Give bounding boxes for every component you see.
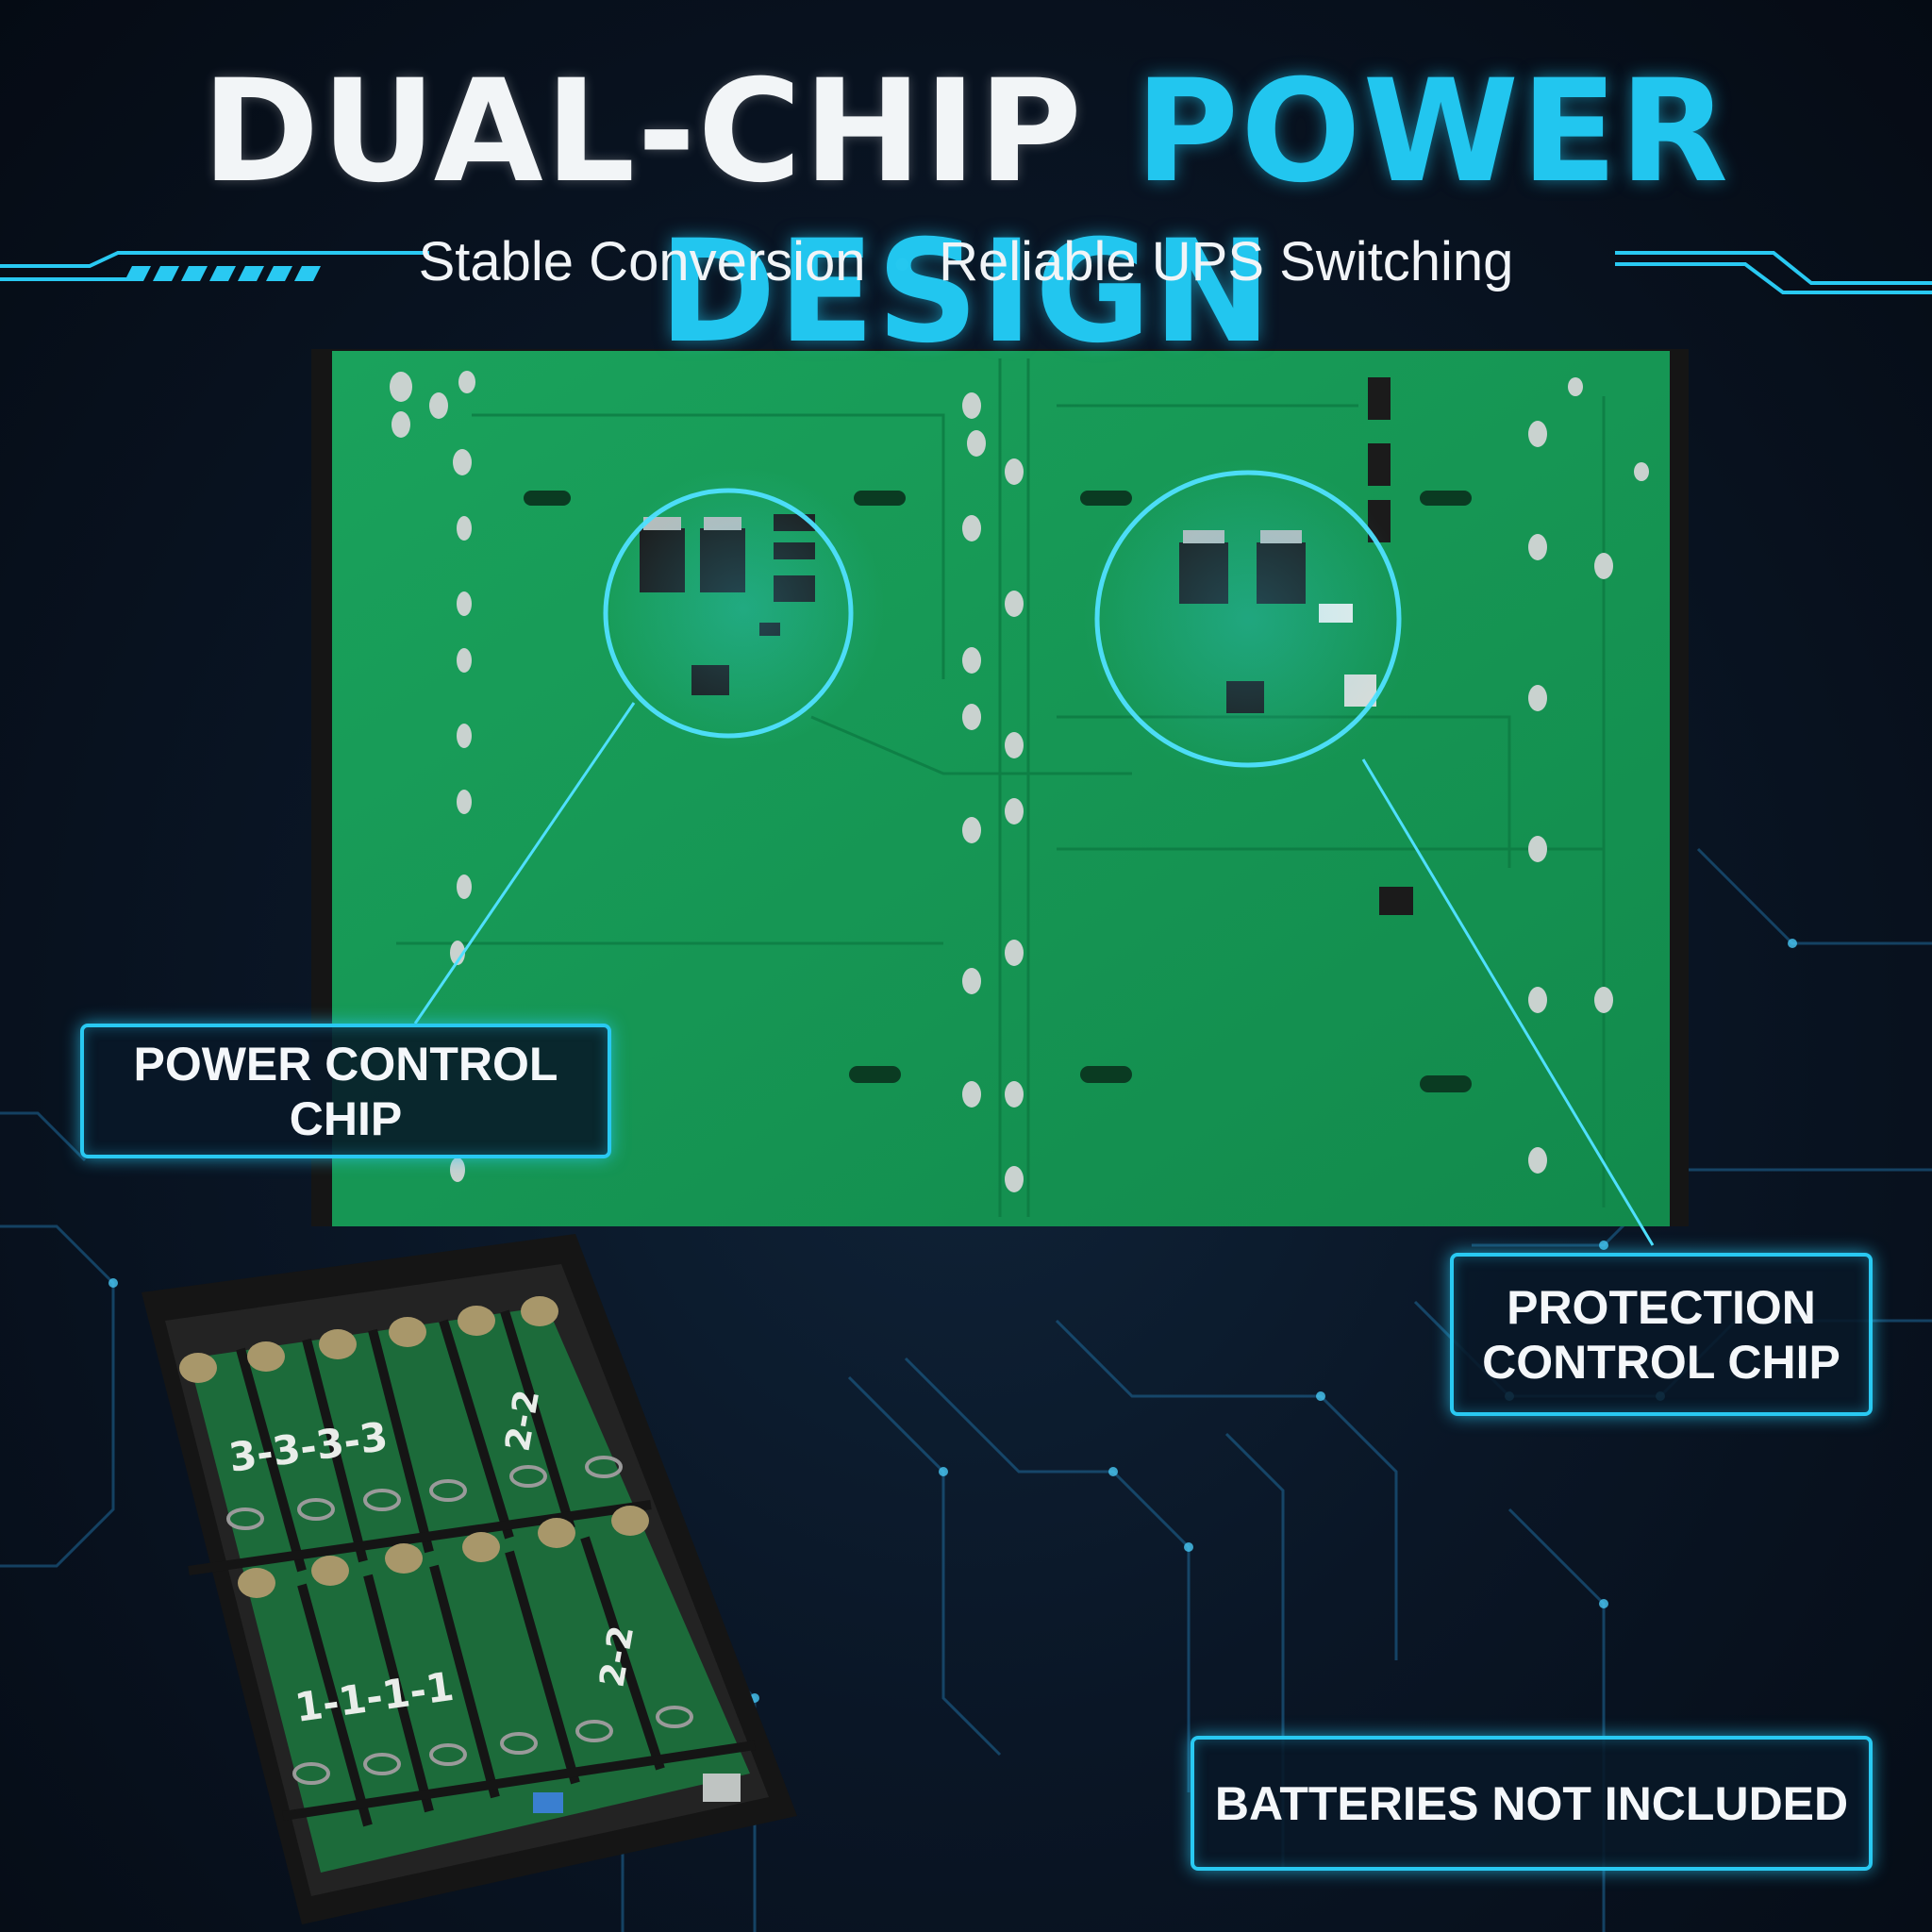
pcb-traces bbox=[396, 358, 1606, 1217]
protection-chip-text-line2: CONTROL CHIP bbox=[1482, 1335, 1840, 1389]
pcb-slots bbox=[524, 491, 1472, 1092]
subtitle-right: Reliable UPS Switching bbox=[939, 231, 1514, 292]
battery-box bbox=[142, 1234, 797, 1924]
protection-chip-text-line1: PROTECTION bbox=[1507, 1280, 1816, 1334]
page-title: DUAL-CHIP POWER DESIGN bbox=[0, 52, 1932, 373]
batteries-not-included-label: BATTERIES NOT INCLUDED bbox=[1191, 1736, 1873, 1871]
header-decor-stripes bbox=[125, 266, 321, 281]
protection-chip-highlight-ring bbox=[1094, 470, 1402, 768]
pcb-solder-pads bbox=[390, 371, 1649, 1192]
batteries-not-included-text: BATTERIES NOT INCLUDED bbox=[1214, 1776, 1849, 1830]
title-part-white: DUAL-CHIP bbox=[201, 50, 1084, 214]
header-decor-left bbox=[0, 251, 429, 281]
header-decor-right bbox=[1615, 251, 1932, 294]
protection-chip-leader-line bbox=[1361, 758, 1655, 1246]
subtitle: Stable Conversion • Reliable UPS Switching bbox=[0, 229, 1932, 297]
power-chip-highlight-ring bbox=[603, 488, 854, 739]
power-control-chip-label: POWER CONTROL CHIP bbox=[80, 1024, 611, 1158]
power-control-chip-text: POWER CONTROL CHIP bbox=[133, 1037, 558, 1145]
title-part-cyan: POWER DESIGN bbox=[658, 50, 1731, 375]
subtitle-separator-dot: • bbox=[893, 238, 911, 291]
protection-control-chip-label: PROTECTION CONTROL CHIP bbox=[1450, 1253, 1873, 1416]
power-chip-leader-line bbox=[413, 702, 636, 1024]
subtitle-left: Stable Conversion bbox=[418, 231, 866, 292]
